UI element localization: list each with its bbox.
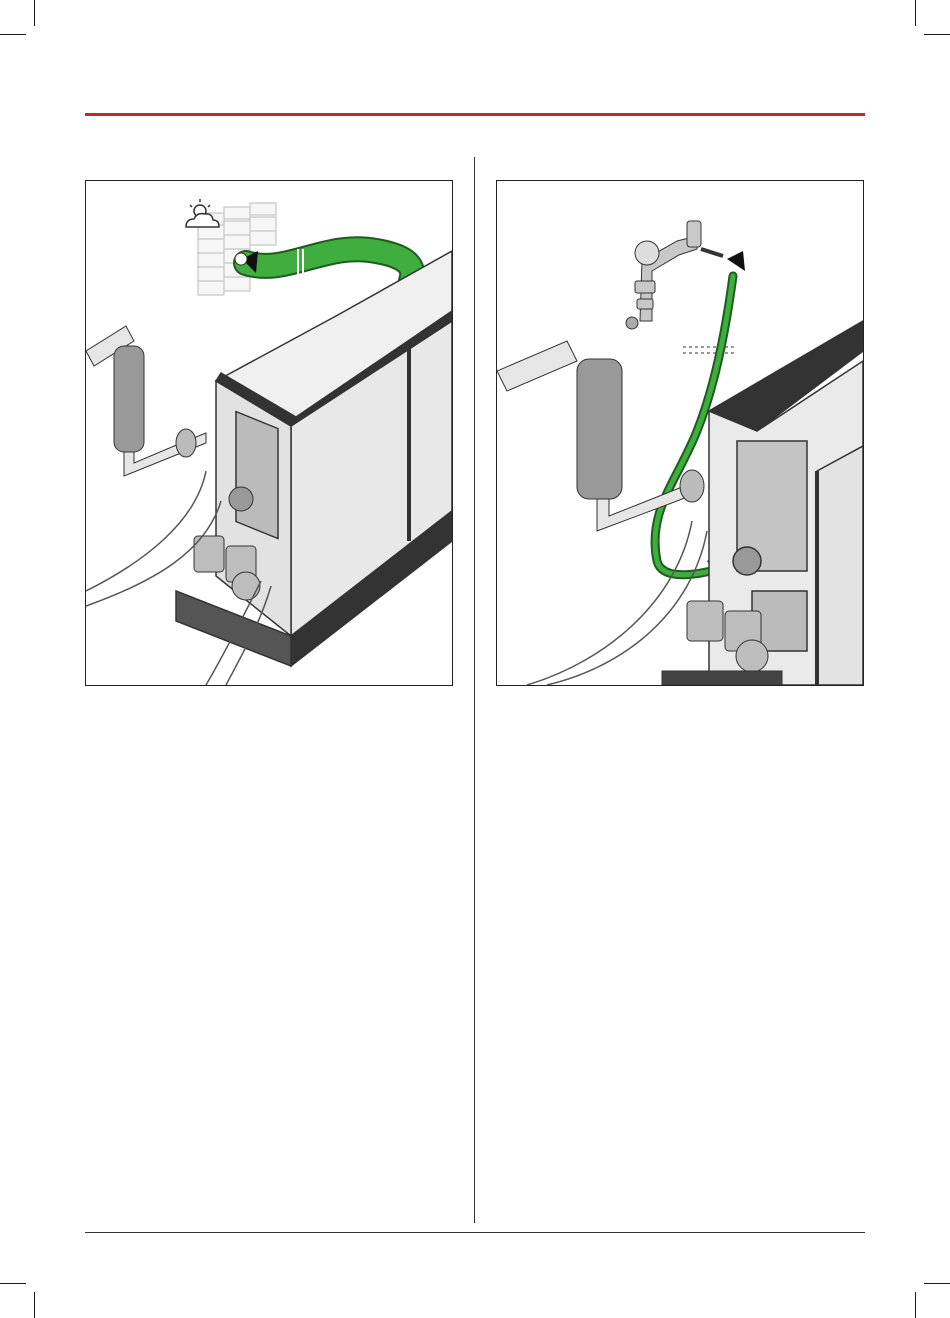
crop-mark xyxy=(924,1283,950,1284)
crop-mark xyxy=(924,34,950,35)
boiler-illustration-right xyxy=(497,181,863,685)
crop-mark xyxy=(0,34,26,35)
crop-mark xyxy=(915,0,916,26)
header-rule xyxy=(85,113,865,116)
boiler-illustration-left xyxy=(86,181,452,685)
break-mark xyxy=(683,347,737,353)
crop-mark xyxy=(915,1292,916,1318)
figure-gas-line xyxy=(496,180,864,686)
footer-rule xyxy=(85,1232,865,1233)
cables xyxy=(527,521,707,685)
gas-pipe-assembly xyxy=(626,221,723,329)
figure-air-intake xyxy=(85,180,453,686)
exhaust-pipe xyxy=(86,326,206,476)
crop-mark xyxy=(34,0,35,26)
arrow-icon xyxy=(727,251,745,271)
crop-mark xyxy=(0,1283,26,1284)
boiler-body xyxy=(176,251,452,666)
column-divider xyxy=(474,157,475,1223)
exhaust-pipe xyxy=(497,341,704,531)
crop-mark xyxy=(34,1292,35,1318)
